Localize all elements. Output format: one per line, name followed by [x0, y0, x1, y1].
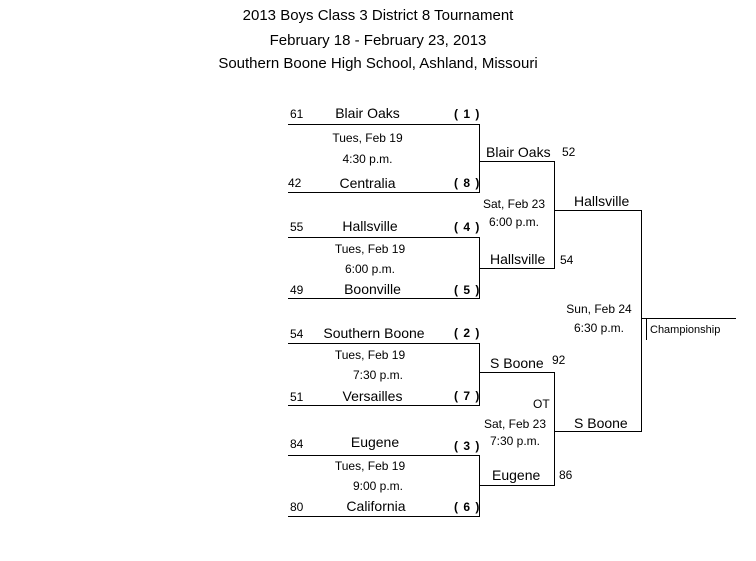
r1g3-top-team: Southern Boone: [323, 325, 425, 341]
r1g4-time: 9:00 p.m.: [352, 479, 404, 493]
sf1-day: Sat, Feb 23: [482, 197, 546, 211]
r1g2-top-score: 55: [290, 220, 304, 234]
r1g4-top-seed: ( 3 ): [454, 439, 481, 453]
sf1-connector: [554, 161, 555, 269]
r1g4-top-line: [288, 455, 479, 456]
r1g3-day: Tues, Feb 19: [334, 348, 406, 362]
r1g3-bottom-team: Versailles: [342, 388, 403, 404]
r1g2-top-line: [288, 237, 479, 238]
sf2-bottom-score: 86: [559, 468, 573, 482]
r1g4-bottom-line: [288, 516, 479, 517]
sf1-time: 6:00 p.m.: [488, 215, 540, 229]
r1g3-top-score: 54: [290, 327, 304, 341]
r1g3-top-line: [288, 343, 479, 344]
r1g2-bottom-line: [288, 298, 479, 299]
final-connector: [641, 210, 642, 432]
r1g1-time: 4:30 p.m.: [342, 152, 393, 166]
r1g2-bottom-score: 49: [290, 283, 304, 297]
sf2-day: Sat, Feb 23: [483, 417, 547, 431]
championship-line: [641, 318, 736, 319]
final-bottom-team: S Boone: [574, 415, 628, 431]
r1g1-bottom-seed: ( 8 ): [454, 176, 481, 190]
final-top-team: Hallsville: [574, 193, 630, 209]
r1g2-top-team: Hallsville: [342, 218, 398, 234]
final-day: Sun, Feb 24: [566, 302, 632, 316]
r1g3-bottom-score: 51: [290, 390, 304, 404]
r1g2-day: Tues, Feb 19: [334, 242, 406, 256]
sf1-bottom-team: Hallsville: [490, 251, 546, 267]
r1g1-bottom-team: Centralia: [339, 175, 396, 191]
r1g4-day: Tues, Feb 19: [334, 459, 406, 473]
final-time: 6:30 p.m.: [573, 321, 625, 335]
sf2-top-team: S Boone: [490, 355, 544, 371]
sf2-bottom-team: Eugene: [492, 467, 541, 483]
final-top-line: [554, 210, 642, 211]
championship-tick: [646, 318, 647, 340]
r1g4-top-team: Eugene: [350, 434, 400, 450]
r1g1-top-score: 61: [290, 107, 304, 121]
final-bottom-line: [554, 431, 642, 432]
r1g4-bottom-score: 80: [290, 500, 304, 514]
r1g1-top-team: Blair Oaks: [335, 105, 400, 121]
sf2-note: OT: [533, 397, 550, 411]
r1g4-connector: [479, 455, 480, 517]
sf1-bottom-line: [479, 268, 555, 269]
r1g1-top-line: [288, 124, 479, 125]
r1g1-connector: [479, 124, 480, 193]
sf1-top-team: Blair Oaks: [486, 144, 551, 160]
r1g4-top-score: 84: [290, 437, 304, 451]
sf1-bottom-score: 54: [560, 253, 574, 267]
sf2-bottom-line: [479, 485, 555, 486]
tournament-dates: February 18 - February 23, 2013: [269, 32, 487, 49]
r1g1-top-seed: ( 1 ): [454, 107, 481, 121]
r1g1-bottom-line: [288, 192, 479, 193]
r1g2-time: 6:00 p.m.: [344, 262, 396, 276]
sf2-time: 7:30 p.m.: [489, 434, 541, 448]
r1g3-time: 7:30 p.m.: [352, 368, 404, 382]
r1g2-bottom-seed: ( 5 ): [454, 283, 481, 297]
r1g3-connector: [479, 343, 480, 406]
tournament-title: 2013 Boys Class 3 District 8 Tournament: [242, 7, 514, 24]
r1g3-bottom-seed: ( 7 ): [454, 389, 481, 403]
sf2-connector: [554, 372, 555, 486]
r1g2-top-seed: ( 4 ): [454, 220, 481, 234]
r1g3-top-seed: ( 2 ): [454, 326, 481, 340]
tournament-venue: Southern Boone High School, Ashland, Mis…: [218, 55, 538, 72]
sf1-top-line: [479, 161, 555, 162]
r1g1-bottom-score: 42: [288, 176, 302, 190]
r1g1-day: Tues, Feb 19: [332, 131, 403, 145]
r1g4-bottom-seed: ( 6 ): [454, 500, 481, 514]
sf2-top-line: [479, 372, 555, 373]
r1g4-bottom-team: California: [346, 498, 406, 514]
sf2-top-score: 92: [552, 353, 566, 367]
r1g3-bottom-line: [288, 405, 479, 406]
r1g2-bottom-team: Boonville: [344, 281, 401, 297]
championship-label: Championship: [650, 324, 721, 336]
sf1-top-score: 52: [562, 145, 576, 159]
